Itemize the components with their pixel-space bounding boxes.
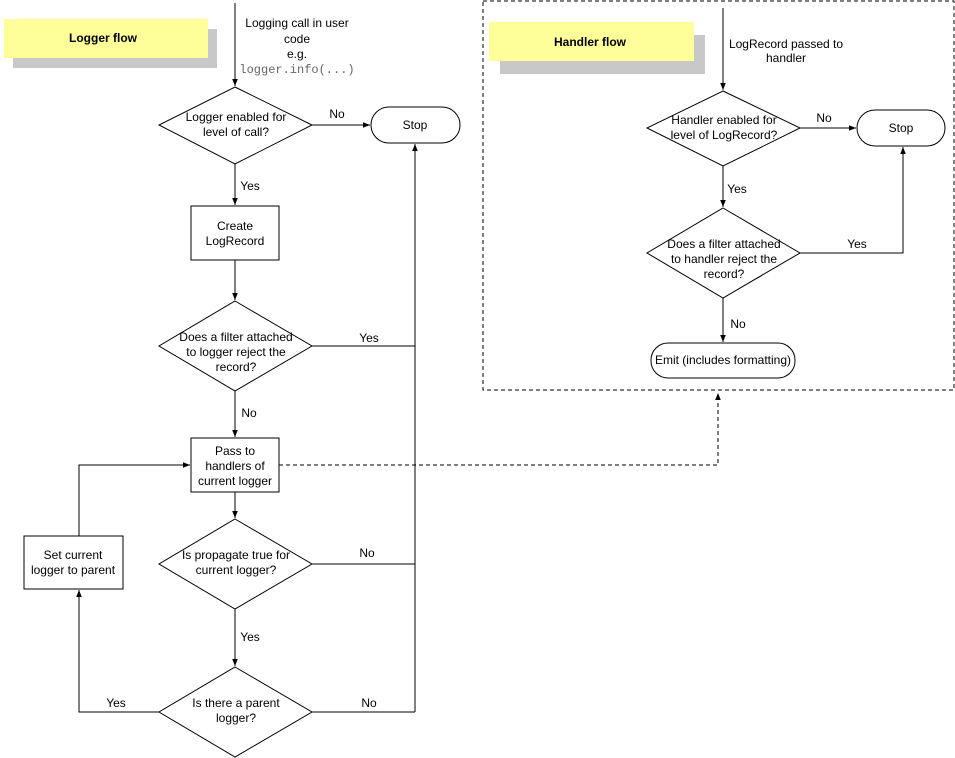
create-logrecord-text-2: LogRecord <box>206 234 265 248</box>
logger-filter-text-3: record? <box>216 360 257 374</box>
handler-enabled-text-1: Handler enabled for <box>671 113 776 127</box>
pass-to-handlers-text-2: handlers of <box>205 459 265 473</box>
handler-filter-yes-label: Yes <box>847 237 867 251</box>
create-logrecord-text-1: Create <box>217 219 253 233</box>
parent-yes-label: Yes <box>106 696 126 710</box>
handler-stop-terminator <box>856 109 946 147</box>
logger-enabled-no-label: No <box>329 107 345 121</box>
logger-filter-text-1: Does a filter attached <box>179 330 292 344</box>
handler-filter-no-label: No <box>730 317 746 331</box>
set-parent-to-pass-arrow <box>78 462 190 536</box>
handler-enabled-yes-label: Yes <box>727 182 747 196</box>
parent-text-2: logger? <box>216 711 256 725</box>
handler-flow: Handler flow LogRecord passed to handler… <box>482 0 955 391</box>
handler-flow-title-fill <box>489 22 694 61</box>
logger-enabled-text-2: level of call? <box>203 125 269 139</box>
logger-enabled-yes-label: Yes <box>240 179 260 193</box>
handler-stop-text: Stop <box>889 121 914 135</box>
logger-stop-terminator <box>370 106 461 144</box>
logger-entry-line-1: Logging call in user <box>245 16 348 30</box>
logger-flow: Logger flow Logging call in user code e.… <box>4 3 721 758</box>
pass-to-handler-flow-dashed-arrow <box>279 393 721 466</box>
propagate-yes-label: Yes <box>240 630 260 644</box>
parent-text-1: Is there a parent <box>192 696 280 710</box>
pass-to-handlers-text-3: current logger <box>198 474 272 488</box>
create-logrecord-box <box>190 205 280 261</box>
handler-filter-text-1: Does a filter attached <box>667 237 780 251</box>
set-parent-text-2: logger to parent <box>31 563 116 577</box>
logger-entry-code: logger.info(...) <box>239 63 354 77</box>
logger-flow-title-fill <box>4 19 208 58</box>
handler-enabled-no-label: No <box>816 111 832 125</box>
handler-filter-text-3: record? <box>704 267 745 281</box>
parent-no-label: No <box>361 696 377 710</box>
logger-flow-title-box: Logger flow <box>4 19 217 68</box>
logger-filter-no-label: No <box>241 406 257 420</box>
emit-terminator <box>650 342 796 379</box>
handler-filter-text-2: to handler reject the <box>671 252 777 266</box>
handler-enabled-text-2: level of LogRecord? <box>671 128 778 142</box>
handler-flow-title-box: Handler flow <box>489 22 705 74</box>
parent-decision <box>158 666 313 758</box>
handler-flow-container <box>482 0 955 391</box>
propagate-text-2: current logger? <box>196 563 277 577</box>
handler-entry-line-1: LogRecord passed to <box>729 37 843 51</box>
set-parent-box <box>23 535 124 590</box>
parent-yes-arrow <box>76 590 159 713</box>
propagate-text-1: Is propagate true for <box>182 548 290 562</box>
set-parent-text-1: Set current <box>44 548 103 562</box>
logger-enabled-text-1: Logger enabled for <box>186 110 287 124</box>
logger-flow-title: Logger flow <box>69 31 138 45</box>
pass-to-handlers-box <box>190 437 280 493</box>
handler-entry-line-2: handler <box>766 51 806 65</box>
handler-flow-title: Handler flow <box>554 35 627 49</box>
logger-filter-yes-label: Yes <box>359 331 379 345</box>
propagate-no-label: No <box>359 546 375 560</box>
logger-entry-line-3: e.g. <box>287 47 307 61</box>
logger-filter-text-2: to logger reject the <box>186 345 286 359</box>
logger-entry-text: Logging call in user code e.g. logger.in… <box>239 16 354 77</box>
logger-entry-line-2: code <box>284 32 310 46</box>
emit-text: Emit (includes formatting) <box>655 353 791 367</box>
logger-stop-text: Stop <box>403 118 428 132</box>
pass-to-handlers-text-1: Pass to <box>215 444 255 458</box>
handler-filter-yes-arrow <box>800 147 906 254</box>
